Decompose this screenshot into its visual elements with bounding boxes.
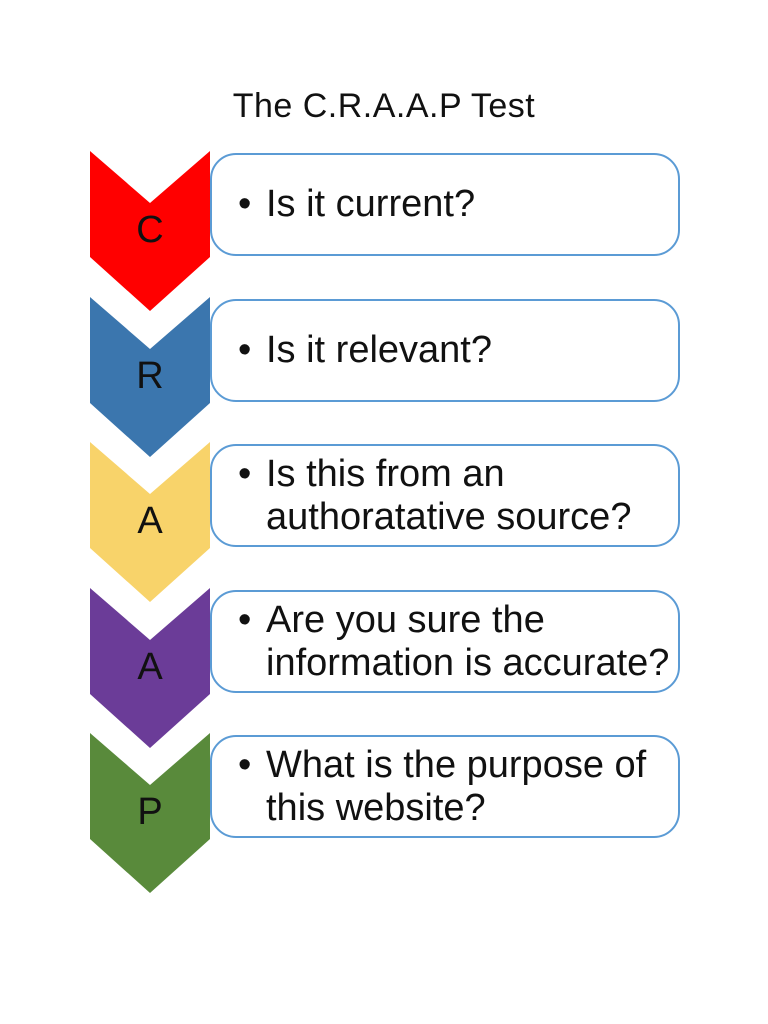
question-box-purpose: • What is the purpose of this website? bbox=[210, 735, 680, 838]
question-text-line: this website? bbox=[266, 786, 486, 829]
bullet-icon: • bbox=[238, 329, 252, 371]
chevron-c-letter: C bbox=[136, 208, 164, 251]
question-text-line: Is this from an bbox=[266, 452, 505, 495]
question-box-accuracy: • Are you sure the information is accura… bbox=[210, 590, 680, 693]
page-title: The C.R.A.A.P Test bbox=[232, 87, 536, 125]
chevron-r-letter: R bbox=[136, 354, 164, 397]
question-text-line: What is the purpose of bbox=[266, 743, 647, 786]
question-box-current: • Is it current? bbox=[210, 153, 680, 256]
chevron-a-accuracy: A bbox=[90, 588, 210, 748]
question-text-line: Is it relevant? bbox=[266, 329, 492, 371]
question-text-line: Is it current? bbox=[266, 183, 476, 225]
question-box-relevant: • Is it relevant? bbox=[210, 299, 680, 402]
question-text-line: authoratative source? bbox=[266, 495, 632, 538]
question-text-line: information is accurate? bbox=[266, 641, 670, 684]
chevron-c: C bbox=[90, 151, 210, 311]
chevron-p: P bbox=[90, 733, 210, 893]
bullet-icon: • bbox=[238, 743, 252, 786]
bullet-icon: • bbox=[238, 183, 252, 225]
chevron-a-authority: A bbox=[90, 442, 210, 602]
question-box-authority: • Is this from an authoratative source? bbox=[210, 444, 680, 547]
question-text-line: Are you sure the bbox=[266, 598, 545, 641]
chevron-a-authority-letter: A bbox=[137, 499, 163, 542]
chevron-p-letter: P bbox=[137, 790, 163, 833]
bullet-icon: • bbox=[238, 452, 252, 495]
chevron-r: R bbox=[90, 297, 210, 457]
chevron-a-accuracy-letter: A bbox=[137, 645, 163, 688]
bullet-icon: • bbox=[238, 598, 252, 641]
